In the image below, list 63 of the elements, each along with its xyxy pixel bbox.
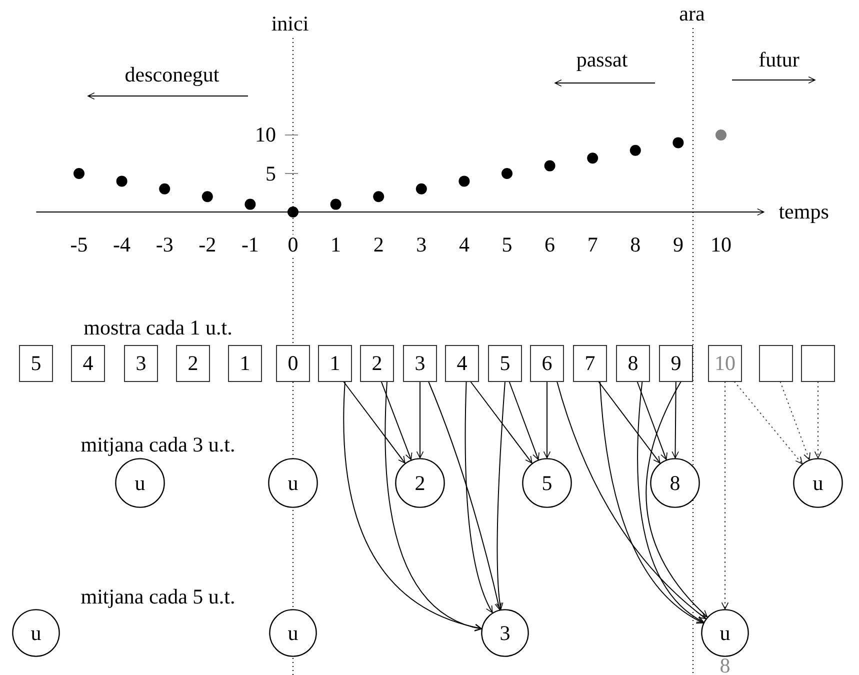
average-circle: u <box>12 609 60 657</box>
arrow <box>814 381 822 458</box>
sample-box <box>759 344 793 382</box>
direction-label: desconegut <box>124 64 220 86</box>
average-circle: 3 <box>481 609 529 657</box>
sample-box <box>801 344 835 382</box>
row-label: mostra cada 1 u.t. <box>84 318 232 338</box>
arrow <box>428 381 502 610</box>
average-circle: u <box>793 458 843 508</box>
average-circle: 2 <box>395 458 445 508</box>
sample-box: 3 <box>124 344 158 382</box>
sample-box: 4 <box>71 344 105 382</box>
arrow <box>343 381 406 464</box>
arrow <box>543 381 551 458</box>
arrow <box>721 381 729 610</box>
axis-tick-label: 5 <box>266 163 276 184</box>
arrow <box>672 381 679 458</box>
average-circle: u <box>268 458 318 508</box>
sample-box: 2 <box>176 344 210 382</box>
arrow <box>508 381 540 460</box>
sample-box: 8 <box>616 344 650 382</box>
direction-label: passat <box>576 50 628 70</box>
direction-label: futur <box>758 50 800 70</box>
average-circle: 8 <box>650 458 700 508</box>
arrow <box>637 381 704 623</box>
sample-box: 5 <box>488 344 522 382</box>
axis-title: temps <box>778 202 829 222</box>
arrow <box>598 381 660 464</box>
annotation-label: 8 <box>720 656 730 675</box>
arrow <box>380 381 412 460</box>
sample-box: 2 <box>360 344 394 382</box>
arrow <box>636 381 668 460</box>
sample-box: 1 <box>318 344 352 382</box>
arrow <box>556 381 706 620</box>
row-label: mitjana cada 3 u.t. <box>80 434 236 456</box>
arrow <box>464 381 493 614</box>
arrow <box>416 381 424 458</box>
arrow <box>384 381 482 631</box>
arrow <box>343 381 482 630</box>
arrow <box>646 381 708 618</box>
sample-box: 10 <box>708 344 742 382</box>
arrow <box>470 381 532 464</box>
row-label: mitjana cada 5 u.t. <box>80 586 236 608</box>
average-circle: 5 <box>522 458 572 508</box>
sample-box: 5 <box>19 344 53 382</box>
average-circle: u <box>701 609 749 657</box>
arrow <box>780 381 810 460</box>
sample-box: 3 <box>403 344 437 382</box>
arrow <box>734 381 803 464</box>
sample-box: 9 <box>659 344 693 382</box>
arrow <box>600 381 704 624</box>
axis-tick-label: 0 <box>288 234 298 256</box>
arrow <box>496 381 506 610</box>
sample-box: 7 <box>573 344 607 382</box>
sample-box: 4 <box>445 344 479 382</box>
average-circle: u <box>269 609 317 657</box>
average-circle: u <box>115 458 165 508</box>
sample-box: 1 <box>228 344 262 382</box>
axis-tick-label: 10 <box>255 124 276 146</box>
sample-box: 6 <box>530 344 564 382</box>
marker-label: inici <box>271 14 309 34</box>
marker-label: ara <box>679 4 705 24</box>
sample-box: 0 <box>276 344 310 382</box>
